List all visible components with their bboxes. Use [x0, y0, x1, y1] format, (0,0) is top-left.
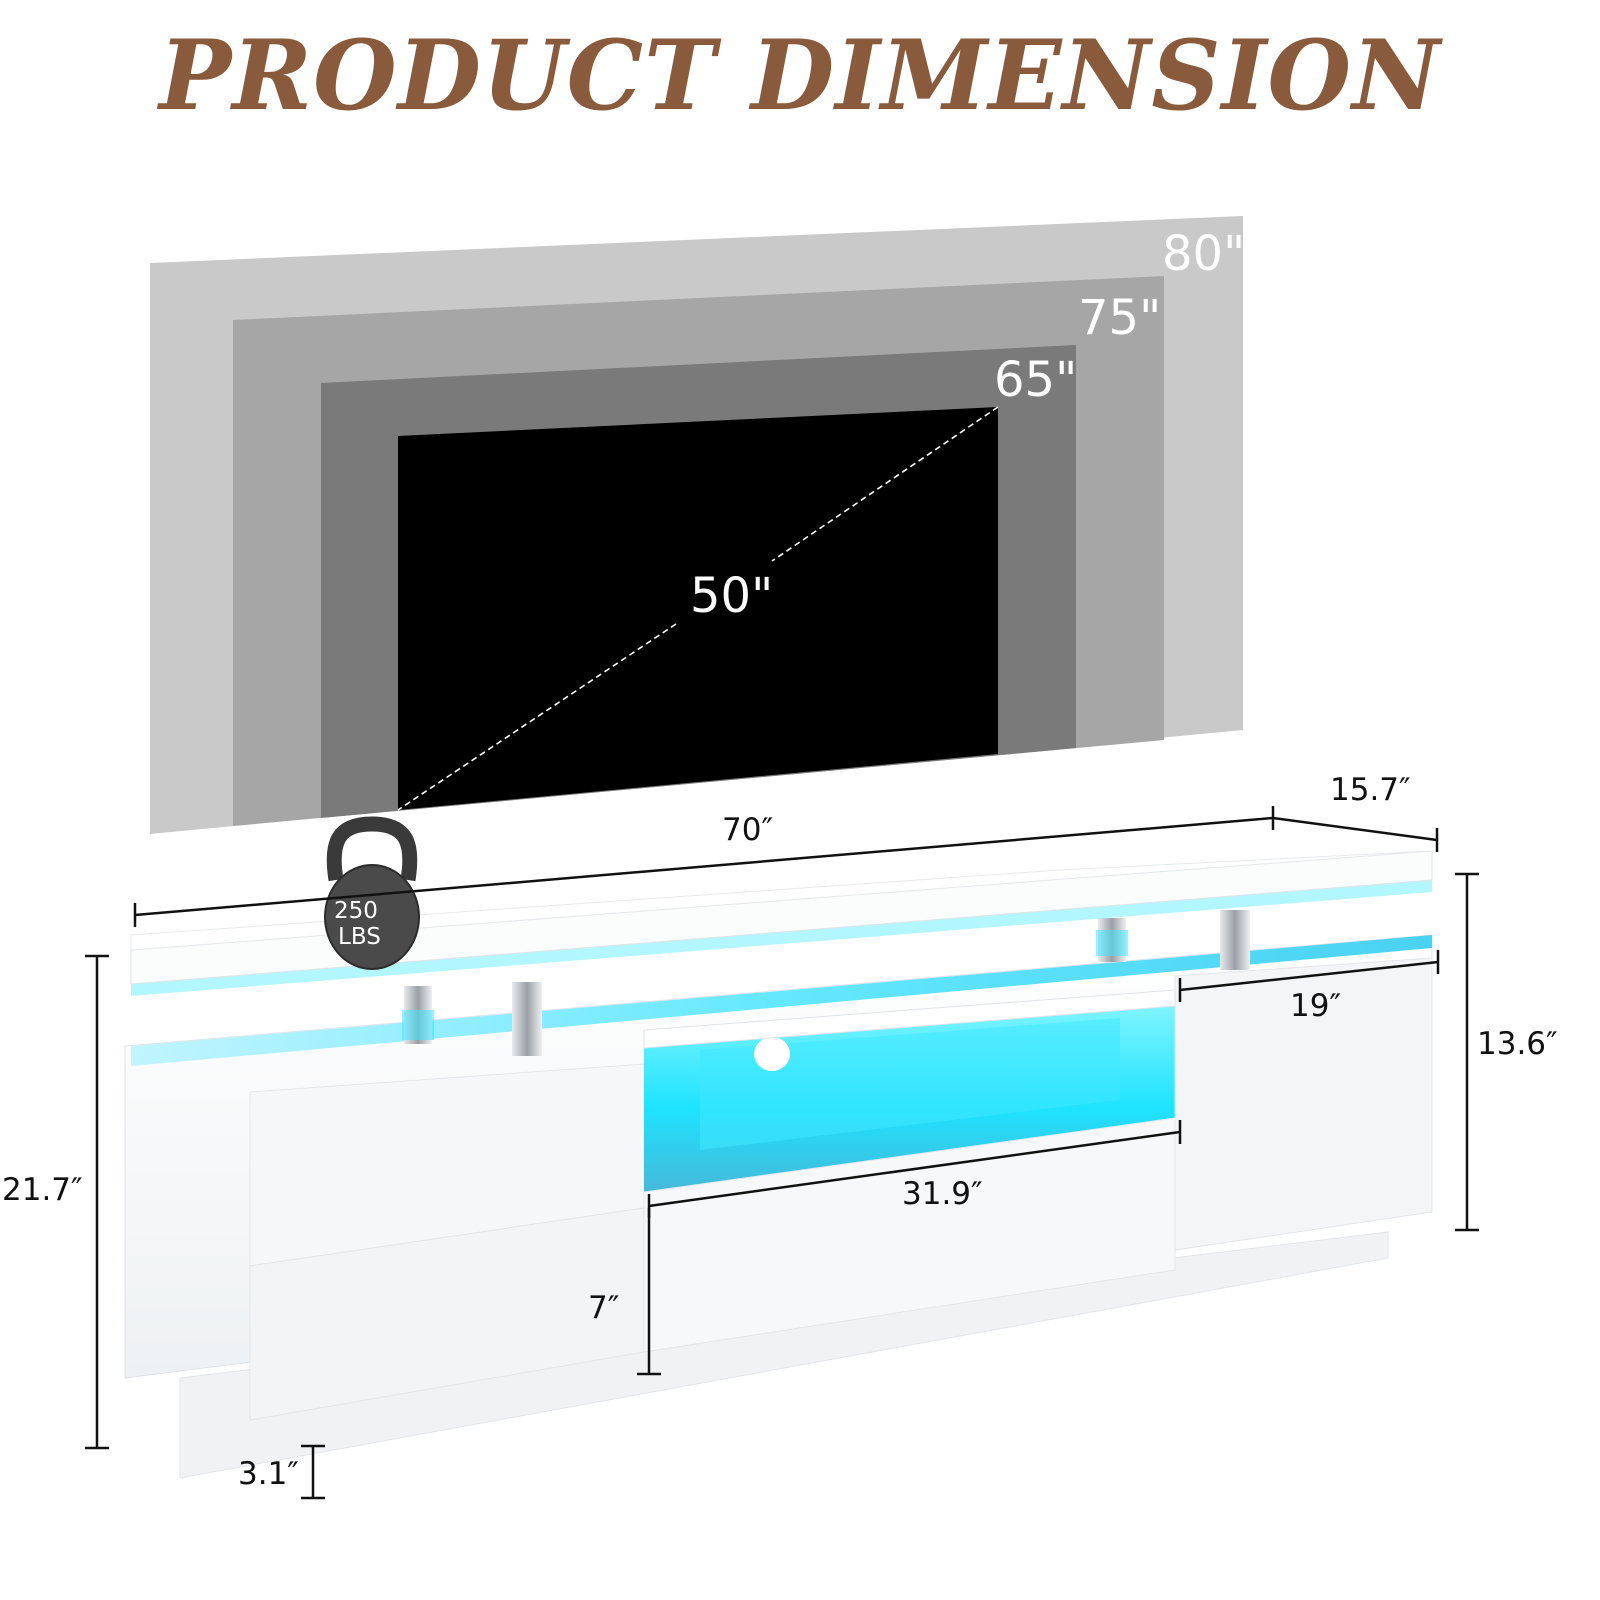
top-shelf-underside-glow: [131, 880, 1432, 996]
compartment-back: [700, 1018, 1120, 1150]
depth-line: [1272, 816, 1438, 842]
tv-diagonal-dashed-line-lower: [397, 623, 677, 811]
side-width-line: [1179, 960, 1439, 992]
tv-size-65-label: 65": [994, 352, 1077, 408]
support-post-4: [1220, 910, 1250, 970]
tv-size-80-label: 80": [1162, 226, 1245, 282]
total-height-label: 21.7″: [2, 1172, 83, 1208]
post-glow-2: [1096, 930, 1128, 956]
tv-size-50-label: 50": [690, 568, 773, 624]
dimension-lines: [85, 806, 1479, 1500]
base-height-label: 3.1″: [238, 1456, 299, 1492]
right-door: [1174, 957, 1433, 1251]
cable-hole: [754, 1037, 790, 1071]
tv-diagonal-dashed-line-upper: [771, 406, 999, 562]
kettlebell-handle: [326, 816, 418, 882]
kettlebell-icon: [324, 816, 420, 970]
open-width-line: [648, 1130, 1181, 1208]
depth-label: 15.7″: [1330, 772, 1411, 808]
kettlebell-body: [324, 864, 420, 970]
weight-value: 250: [334, 898, 378, 924]
body-led-strip: [131, 935, 1432, 1066]
side-height-label: 13.6″: [1477, 1026, 1558, 1062]
support-post-2: [512, 982, 542, 1056]
weight-unit: LBS: [338, 924, 381, 950]
post-glow-1: [402, 1010, 434, 1040]
tv-stand: [124, 850, 1433, 1479]
top-shelf-surface: [130, 850, 1433, 951]
tv-size-75-label: 75": [1078, 290, 1161, 346]
compartment-shelf: [643, 989, 1176, 1049]
open-width-label: 31.9″: [902, 1176, 983, 1212]
width-line: [134, 816, 1274, 917]
tv-size-panels: [150, 216, 1243, 834]
drawer-height-label: 7″: [588, 1290, 619, 1326]
side-width-label: 19″: [1290, 988, 1341, 1024]
page-title: PRODUCT DIMENSION: [159, 19, 1441, 132]
center-drawer: [643, 1117, 1176, 1353]
width-label: 70″: [722, 812, 773, 848]
